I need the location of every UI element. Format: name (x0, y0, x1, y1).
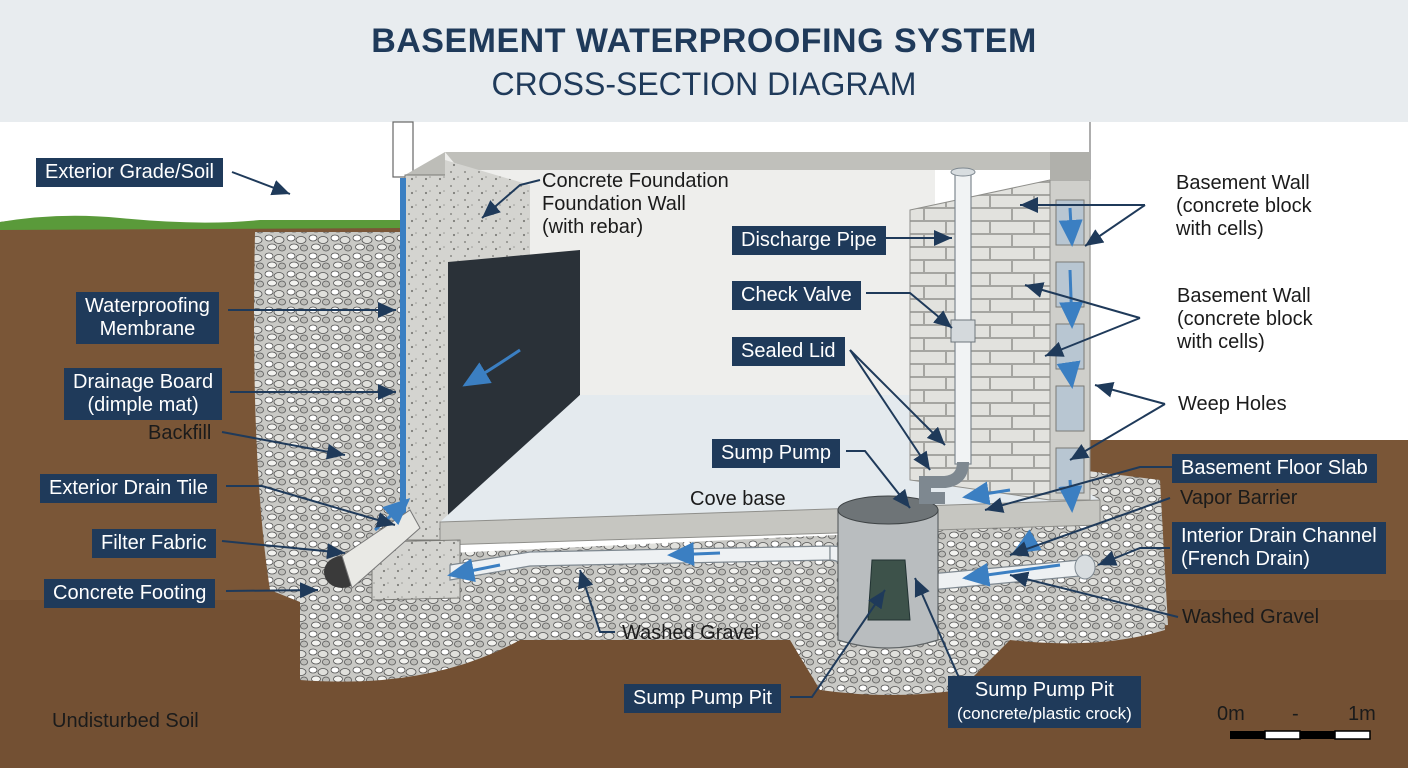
leader-sump-pump (846, 450, 911, 509)
leader-drain-tile (226, 485, 396, 528)
label-foundation-wall: Concrete Foundation Foundation Wall (wit… (542, 170, 729, 239)
discharge-pipe-top (950, 167, 976, 177)
scale-mid-label: - (1292, 703, 1299, 725)
leader-foundation-wall (481, 179, 541, 219)
label-interior-drain-channel: Interior Drain Channel (French Drain) (1172, 522, 1386, 574)
diagram-subtitle: CROSS-SECTION DIAGRAM (491, 66, 917, 102)
leader-block-wall-b2 (1044, 317, 1141, 357)
grass-strip (0, 215, 400, 230)
label-line: Concrete Foundation (542, 170, 729, 192)
label-line: (concrete block (1176, 195, 1312, 217)
leader-pit-left (790, 589, 886, 698)
leader-check-valve (866, 292, 953, 329)
label-waterproofing-membrane: Waterproofing Membrane (76, 292, 219, 344)
label-concrete-footing: Concrete Footing (44, 579, 216, 608)
label-washed-gravel-right: Washed Gravel (1182, 606, 1320, 628)
label-line: (with rebar) (542, 216, 644, 238)
water-flow-arrow (1058, 479, 1083, 513)
check-valve (950, 319, 976, 343)
leader-vapor-barrier (1009, 497, 1171, 557)
leader-sealed-lid-b (849, 349, 946, 446)
water-flow-arrow (667, 542, 721, 567)
label-line: Basement Wall (1177, 285, 1311, 307)
label-exterior-drain-tile: Exterior Drain Tile (40, 474, 217, 503)
pipe-fitting (1074, 554, 1096, 580)
scale-start-label: 0m (1217, 703, 1245, 725)
ceiling-edge (445, 152, 1080, 170)
label-vapor-barrier: Vapor Barrier (1180, 487, 1298, 509)
label-sump-pump-pit-left: Sump Pump Pit (624, 684, 781, 713)
label-line: (French Drain) (1181, 548, 1310, 570)
label-line: with cells) (1176, 218, 1264, 240)
sealed-lid (837, 495, 939, 525)
leader-washed-gravel (577, 569, 615, 633)
label-exterior-grade: Exterior Grade/Soil (36, 158, 223, 187)
label-line: (concrete block (1177, 308, 1313, 330)
sill-plate (392, 121, 414, 178)
leader-weep-a (1094, 381, 1166, 405)
label-check-valve: Check Valve (732, 281, 861, 310)
label-line: (dimple mat) (87, 394, 199, 416)
label-basement-wall-b: Basement Wall (concrete block with cells… (1177, 285, 1313, 354)
leader-pit-right (914, 577, 961, 681)
leader-exterior-grade (231, 171, 291, 196)
label-filter-fabric: Filter Fabric (92, 529, 216, 558)
block-wall (909, 179, 1051, 501)
block-cell (1055, 385, 1085, 432)
leader-block-wall-a2 (1084, 204, 1146, 247)
leader-footing (225, 582, 319, 599)
label-line: Interior Drain Channel (1181, 525, 1377, 547)
title-banner (0, 0, 1408, 122)
label-drainage-board: Drainage Board (dimple mat) (64, 368, 223, 420)
water-flow-arrow (447, 558, 501, 583)
water-flow-arrow (962, 481, 1011, 506)
foundation-wall (404, 174, 448, 541)
label-sump-pump: Sump Pump (712, 439, 841, 468)
label-line: Sump Pump Pit (974, 679, 1114, 701)
block-wall-cap (1050, 152, 1090, 180)
leader-floor-slab (984, 466, 1172, 513)
label-washed-gravel-left: Washed Gravel (622, 622, 760, 644)
label-basement-floor-slab: Basement Floor Slab (1172, 454, 1377, 483)
water-flow-arrow (462, 348, 521, 387)
scale-end-label: 1m (1348, 703, 1376, 725)
discharge-pipe (954, 171, 972, 465)
diagram-title: BASEMENT WATERPROOFING SYSTEM (371, 22, 1037, 60)
label-sump-pump-pit-right: Sump Pump Pit (concrete/plastic crock) (948, 676, 1141, 728)
leader-weep-b (1069, 403, 1166, 461)
water-flow-arrow (962, 562, 1061, 587)
backfill-gravel (254, 232, 405, 610)
waterproofing-membrane-panel (448, 250, 580, 520)
leader-washed-gravel-right (1009, 571, 1179, 618)
leader-filter-fabric (221, 540, 346, 560)
leader-block-wall-b (1024, 282, 1141, 319)
label-line: Drainage Board (73, 371, 214, 393)
label-line: with cells) (1177, 331, 1265, 353)
leader-sealed-lid-a (849, 349, 931, 471)
water-flow-arrow (1056, 360, 1081, 389)
scale-bar (1230, 730, 1371, 740)
label-line: Waterproofing (85, 295, 210, 317)
label-cove-base: Cove base (690, 488, 786, 510)
interior-gravel-right (1080, 470, 1168, 630)
sump-pump (867, 559, 911, 621)
label-weep-holes: Weep Holes (1178, 393, 1287, 415)
label-line: Foundation Wall (542, 193, 686, 215)
discharge-elbow (919, 461, 969, 504)
label-basement-wall-a: Basement Wall (concrete block with cells… (1176, 172, 1312, 241)
water-flow-arrow (1058, 207, 1083, 247)
leader-interior-drain (1097, 547, 1170, 566)
label-sealed-lid: Sealed Lid (732, 337, 845, 366)
label-line: Membrane (99, 318, 196, 340)
label-discharge-pipe: Discharge Pipe (732, 226, 886, 255)
label-line: Basement Wall (1176, 172, 1310, 194)
drainage-board-strip (400, 178, 406, 538)
label-undisturbed-soil: Undisturbed Soil (52, 710, 199, 732)
concrete-footing (371, 539, 461, 601)
label-backfill: Backfill (148, 422, 212, 444)
label-line: (concrete/plastic crock) (957, 704, 1132, 723)
leader-backfill (221, 431, 346, 460)
